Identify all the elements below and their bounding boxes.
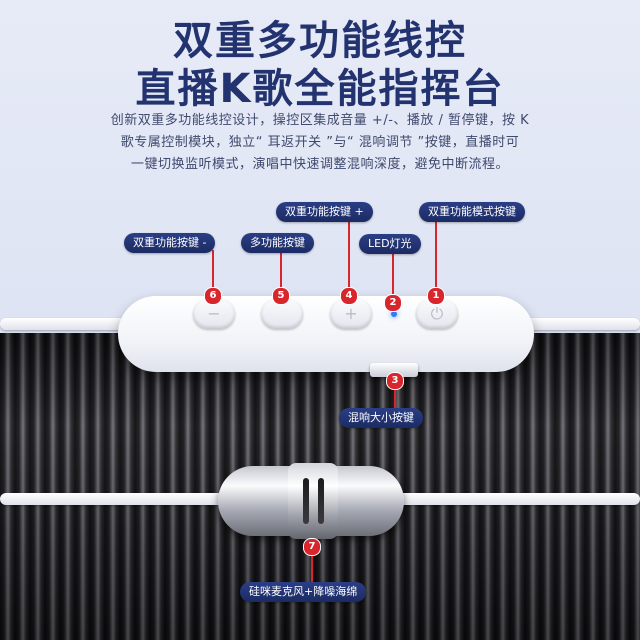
description-line-1: 创新双重多功能线控设计，操控区集成音量 +/-、播放 / 暂停键，按 K xyxy=(110,113,530,128)
mic-slot-2 xyxy=(318,478,324,524)
label-volume-up: 双重功能按键 + xyxy=(276,202,373,222)
badge-6: 6 xyxy=(204,287,222,305)
badge-7: 7 xyxy=(303,538,321,556)
leader-3 xyxy=(394,383,396,409)
remote-cable-left xyxy=(0,318,130,330)
label-multifunction: 多功能按键 xyxy=(241,233,314,253)
headline-line-1: 双重多功能线控 xyxy=(173,18,467,64)
mic-slot-1 xyxy=(303,478,309,524)
badge-1: 1 xyxy=(427,287,445,305)
label-led: LED灯光 xyxy=(359,234,421,254)
leader-5 xyxy=(280,253,282,289)
label-reverb: 混响大小按键 xyxy=(339,408,423,428)
reverb-slider[interactable] xyxy=(370,363,418,377)
mic-cable-left xyxy=(0,493,230,505)
remote-cable-right xyxy=(520,318,640,330)
description-line-3: 一键切换监听模式，演唱中快速调整混响深度，避免中断流程。 xyxy=(130,157,509,172)
leader-6 xyxy=(212,250,214,290)
badge-4: 4 xyxy=(340,287,358,305)
leader-4 xyxy=(348,220,350,288)
inline-remote xyxy=(118,296,534,372)
led-light xyxy=(391,311,397,317)
description-line-2: 歌专属控制模块，独立“ 耳返开关 ”与“ 混响调节 ”按键，直播时可 xyxy=(120,135,520,150)
badge-3: 3 xyxy=(386,372,404,390)
leader-1 xyxy=(435,220,437,288)
badge-5: 5 xyxy=(272,287,290,305)
leader-7 xyxy=(311,553,313,583)
label-volume-down: 双重功能按键 - xyxy=(124,233,216,253)
label-mode: 双重功能模式按键 xyxy=(419,202,525,222)
leader-2 xyxy=(392,254,394,294)
mic-cable-right xyxy=(395,493,640,505)
label-microphone: 硅咪麦克风+降噪海绵 xyxy=(240,582,367,602)
microphone-band xyxy=(288,463,338,539)
headline-line-2: 直播K歌全能指挥台 xyxy=(135,66,505,112)
badge-2: 2 xyxy=(384,294,402,312)
